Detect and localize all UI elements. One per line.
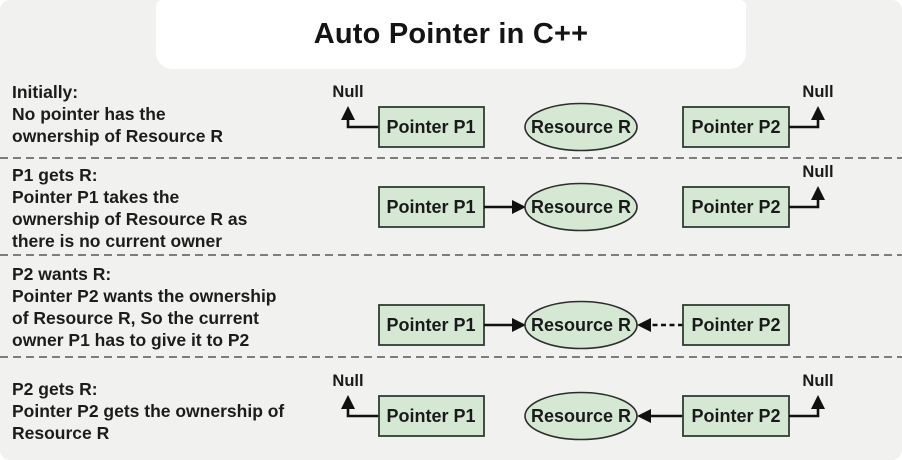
step-4-line: Resource R: [12, 423, 110, 443]
step-1-diagram: Null Pointer P1 Resource R Pointer P2 Nu…: [332, 83, 834, 152]
step-3-heading: P2 wants R:: [12, 264, 112, 284]
step-2-heading: P1 gets R:: [12, 165, 98, 185]
pointer-p2-label: Pointer P2: [691, 406, 780, 426]
pointer-p1-node: [378, 186, 485, 228]
step-1-line: No pointer has the: [12, 104, 166, 124]
pointer-p1-label: Pointer P1: [386, 197, 475, 217]
pointer-p2-node: [682, 304, 790, 346]
pointer-p1-label: Pointer P1: [386, 315, 475, 335]
step-3-line: of Resource R, So the current: [12, 308, 259, 328]
step-3-diagram: Pointer P1 Resource R Pointer P2: [378, 300, 790, 350]
resource-r-label: Resource R: [531, 197, 631, 217]
p1-null-connector: [346, 120, 379, 129]
p1-null-connector: [346, 409, 379, 418]
null-label: Null: [332, 372, 363, 390]
p2-null-connector: [789, 200, 820, 209]
pointer-p1-node: [378, 106, 485, 148]
step-2-line: Pointer P1 takes the: [12, 187, 180, 207]
null-arrow-up-icon: [811, 395, 825, 409]
step-2-diagram: Pointer P1 Resource R Pointer P2 Null: [378, 163, 834, 232]
step-4-diagram: Null Pointer P1 Resource R Pointer P2 Nu…: [332, 372, 834, 441]
step-3-line: owner P1 has to give it to P2: [12, 330, 250, 350]
pointer-p1-label: Pointer P1: [386, 406, 475, 426]
null-label: Null: [802, 163, 833, 181]
p2-null-connector: [789, 120, 820, 129]
page-title: Auto Pointer in C++: [313, 18, 589, 50]
step-2-line: ownership of Resource R as: [12, 209, 248, 229]
resource-r-label: Resource R: [531, 315, 631, 335]
pointer-p2-node: [682, 186, 790, 228]
pointer-p2-node: [682, 106, 790, 148]
pointer-p2-label: Pointer P2: [691, 315, 780, 335]
title-card: Auto Pointer in C++: [156, 0, 746, 69]
null-arrow-up-icon: [341, 395, 355, 409]
step-2-description: P1 gets R: Pointer P1 takes the ownershi…: [12, 164, 247, 252]
step-1-description: Initially: No pointer has the ownership …: [12, 81, 223, 147]
arrow-left-icon: [637, 409, 651, 423]
resource-r-node: [524, 102, 638, 152]
step-3-description: P2 wants R: Pointer P2 wants the ownersh…: [12, 263, 277, 351]
step-4-description: P2 gets R: Pointer P2 gets the ownership…: [12, 378, 284, 444]
null-arrow-up-icon: [811, 106, 825, 120]
null-arrow-up-icon: [811, 186, 825, 200]
step-1-heading: Initially:: [12, 82, 79, 102]
step-4-heading: P2 gets R:: [12, 379, 98, 399]
null-label: Null: [332, 83, 363, 101]
pointer-p2-label: Pointer P2: [691, 197, 780, 217]
resource-r-node: [524, 182, 638, 232]
step-3-line: Pointer P2 wants the ownership: [12, 286, 277, 306]
pointer-p2-label: Pointer P2: [691, 117, 780, 137]
null-label: Null: [802, 83, 833, 101]
arrow-right-icon: [512, 200, 526, 214]
p2-null-connector: [789, 409, 820, 418]
arrow-right-icon: [512, 318, 526, 332]
step-2-line: there is no current owner: [12, 231, 223, 251]
resource-r-label: Resource R: [531, 117, 631, 137]
pointer-p2-node: [682, 395, 790, 437]
arrow-left-icon: [637, 318, 651, 332]
null-arrow-up-icon: [341, 106, 355, 120]
pointer-p1-label: Pointer P1: [386, 117, 475, 137]
step-4-line: Pointer P2 gets the ownership of: [12, 401, 285, 421]
pointer-p1-node: [378, 395, 485, 437]
null-label: Null: [802, 372, 833, 390]
step-1-line: ownership of Resource R: [12, 126, 224, 146]
resource-r-label: Resource R: [531, 406, 631, 426]
